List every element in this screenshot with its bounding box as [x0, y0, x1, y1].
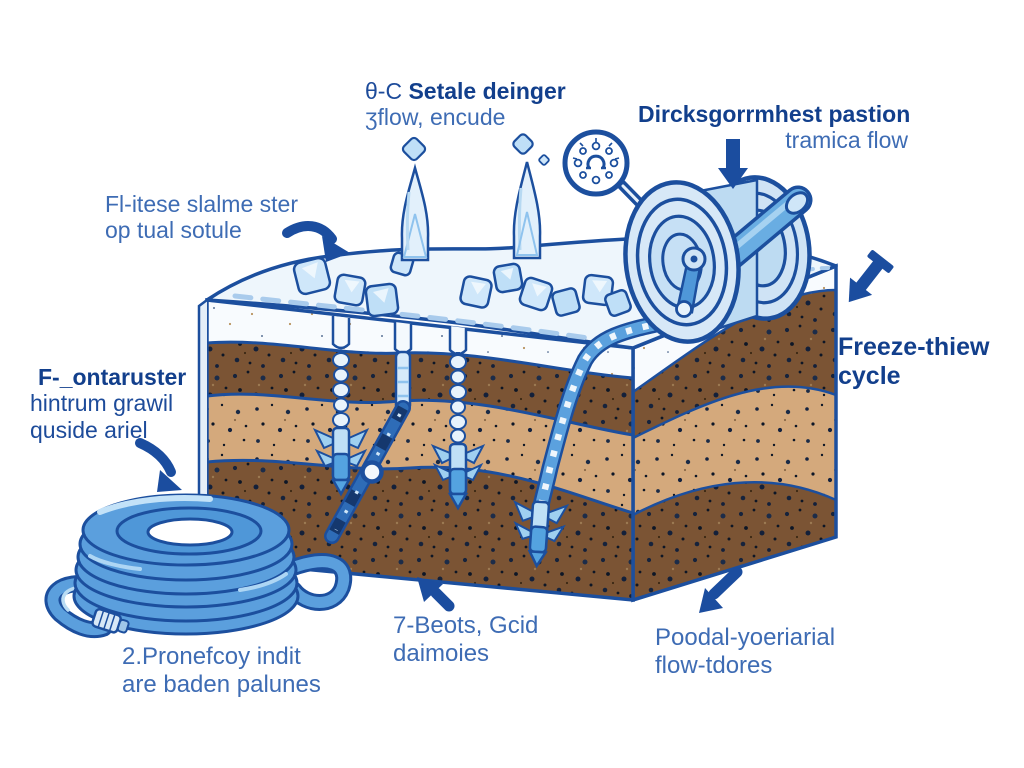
soil-block-front-face — [197, 298, 635, 602]
label-drainage: Poodal-yoeriarial flow-tdores — [655, 624, 835, 679]
label-surface-treatment: θ-C Setale deinger ʒflow, encude — [365, 78, 566, 131]
label-gravel-title: F-_ontaruster — [38, 364, 187, 390]
label-frost-line1: Fl-itese slalme ster — [105, 191, 298, 217]
coiled-hose — [44, 493, 353, 639]
label-frost-line2: op tual sotule — [105, 217, 242, 244]
arrow-freeze-thaw — [848, 250, 894, 303]
ground-probe-middle — [324, 350, 412, 544]
label-surface-subtitle: ʒflow, encude — [365, 104, 506, 131]
label-freeze-line2: cycle — [838, 361, 901, 390]
label-drainage-line1: Poodal-yoeriarial — [655, 624, 836, 651]
label-freeze-line1: Freeze-thiew — [838, 333, 990, 361]
label-frost-layer: Fl-itese slalme ster op tual sotule — [105, 191, 298, 244]
label-freeze-thaw: Freeze-thiew cycle — [838, 333, 989, 391]
label-roots-line2: daimoies — [393, 639, 490, 667]
reel-hose-underground — [513, 313, 674, 569]
ice-cubes — [292, 251, 632, 318]
label-gravel-line2: hintrum grawil — [30, 390, 174, 417]
arrow-drainage-label — [699, 566, 743, 613]
label-drainage-line2: flow-tdores — [655, 651, 773, 679]
label-hose-line1: 2.Pronefcoy indit — [122, 643, 301, 670]
arrow-gravel-label — [135, 438, 182, 492]
surface-grooves — [331, 316, 468, 356]
hose-reel — [623, 175, 813, 344]
label-hose-note: 2.Pronefcoy indit are baden palunes — [122, 643, 321, 698]
arrow-surface-label — [282, 221, 350, 262]
label-roots: 7-Beots, Gcid daimoies — [393, 612, 538, 667]
arrow-roots-label — [417, 577, 455, 612]
label-surface-title: Setale deinger — [408, 78, 566, 104]
label-gravel-line3: quside ariel — [30, 416, 148, 443]
ice-spike-left — [400, 136, 430, 262]
label-reel-title: Dircksgorrmhest pastion — [638, 101, 911, 127]
ice-spike-right — [512, 133, 550, 260]
label-hose-line2: are baden palunes — [122, 670, 321, 698]
ground-probe-left — [312, 350, 370, 497]
label-reel: Dircksgorrmhest pastion tramica flow — [638, 101, 922, 154]
label-surface-prefix: θ-C — [365, 78, 409, 104]
ground-probe-right — [430, 352, 486, 511]
label-reel-subtitle: tramica flow — [785, 127, 908, 154]
label-roots-line1: 7-Beots, Gcid — [393, 612, 539, 639]
arrow-reel-label — [718, 139, 748, 189]
annotation-arrows — [135, 139, 894, 613]
label-gravel: F-_ontaruster hintrum grawil quside arie… — [30, 364, 186, 443]
